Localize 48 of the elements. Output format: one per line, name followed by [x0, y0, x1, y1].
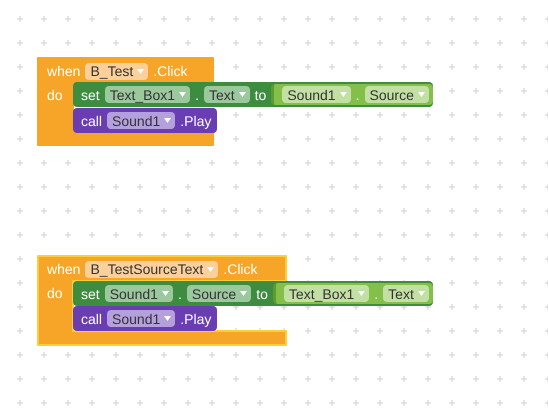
field-label: Sound1	[112, 310, 160, 326]
dropdown-field	[383, 285, 429, 302]
dropdown-field	[107, 112, 176, 129]
field-label: Text_Box1	[288, 286, 354, 302]
call-block	[73, 306, 218, 331]
field-label: Sound1	[287, 86, 336, 102]
dropdown-field	[85, 62, 148, 80]
field-label: Sound1	[112, 112, 160, 128]
keyword-label: when	[47, 62, 80, 80]
keyword-label: to	[256, 284, 268, 302]
dropdown-field	[107, 310, 176, 327]
field-label: Text	[388, 286, 414, 302]
method-label: .Play	[180, 310, 212, 328]
field-label: B_TestSourceText	[90, 261, 204, 277]
dot-label: .	[374, 284, 378, 302]
dot-label: .	[195, 86, 199, 104]
field-label: Sound1	[110, 286, 158, 302]
field-label: Source	[370, 86, 414, 102]
dropdown-field	[282, 86, 351, 103]
dropdown-field	[85, 260, 218, 278]
dot-label: .	[178, 284, 182, 302]
event-label: .Click	[223, 260, 258, 278]
dropdown-field	[104, 86, 190, 103]
keyword-label: to	[254, 86, 266, 104]
getter-block	[272, 283, 433, 304]
field-label: Text_Box1	[110, 86, 176, 102]
keyword-label: set	[81, 86, 100, 104]
dropdown-field	[186, 285, 252, 302]
keyword-label: call	[81, 112, 102, 130]
keyword-label: do	[46, 86, 64, 104]
setter-block	[73, 281, 433, 306]
keyword-label: set	[81, 284, 100, 302]
event-label: .Click	[153, 62, 188, 80]
field-label: B_Test	[90, 63, 134, 79]
keyword-label: when	[47, 260, 80, 278]
keyword-label: call	[81, 310, 102, 328]
field-label: Text	[208, 86, 235, 102]
field-label: Source	[192, 286, 236, 302]
dot-label: .	[356, 86, 360, 104]
getter-block	[271, 84, 433, 105]
setter-block	[73, 82, 433, 107]
dropdown-field	[104, 285, 173, 302]
call-block	[73, 108, 218, 133]
dropdown-field	[364, 86, 429, 103]
keyword-label: do	[46, 284, 64, 302]
dropdown-field	[204, 86, 250, 103]
method-label: .Play	[180, 112, 212, 130]
dropdown-field	[284, 285, 370, 302]
